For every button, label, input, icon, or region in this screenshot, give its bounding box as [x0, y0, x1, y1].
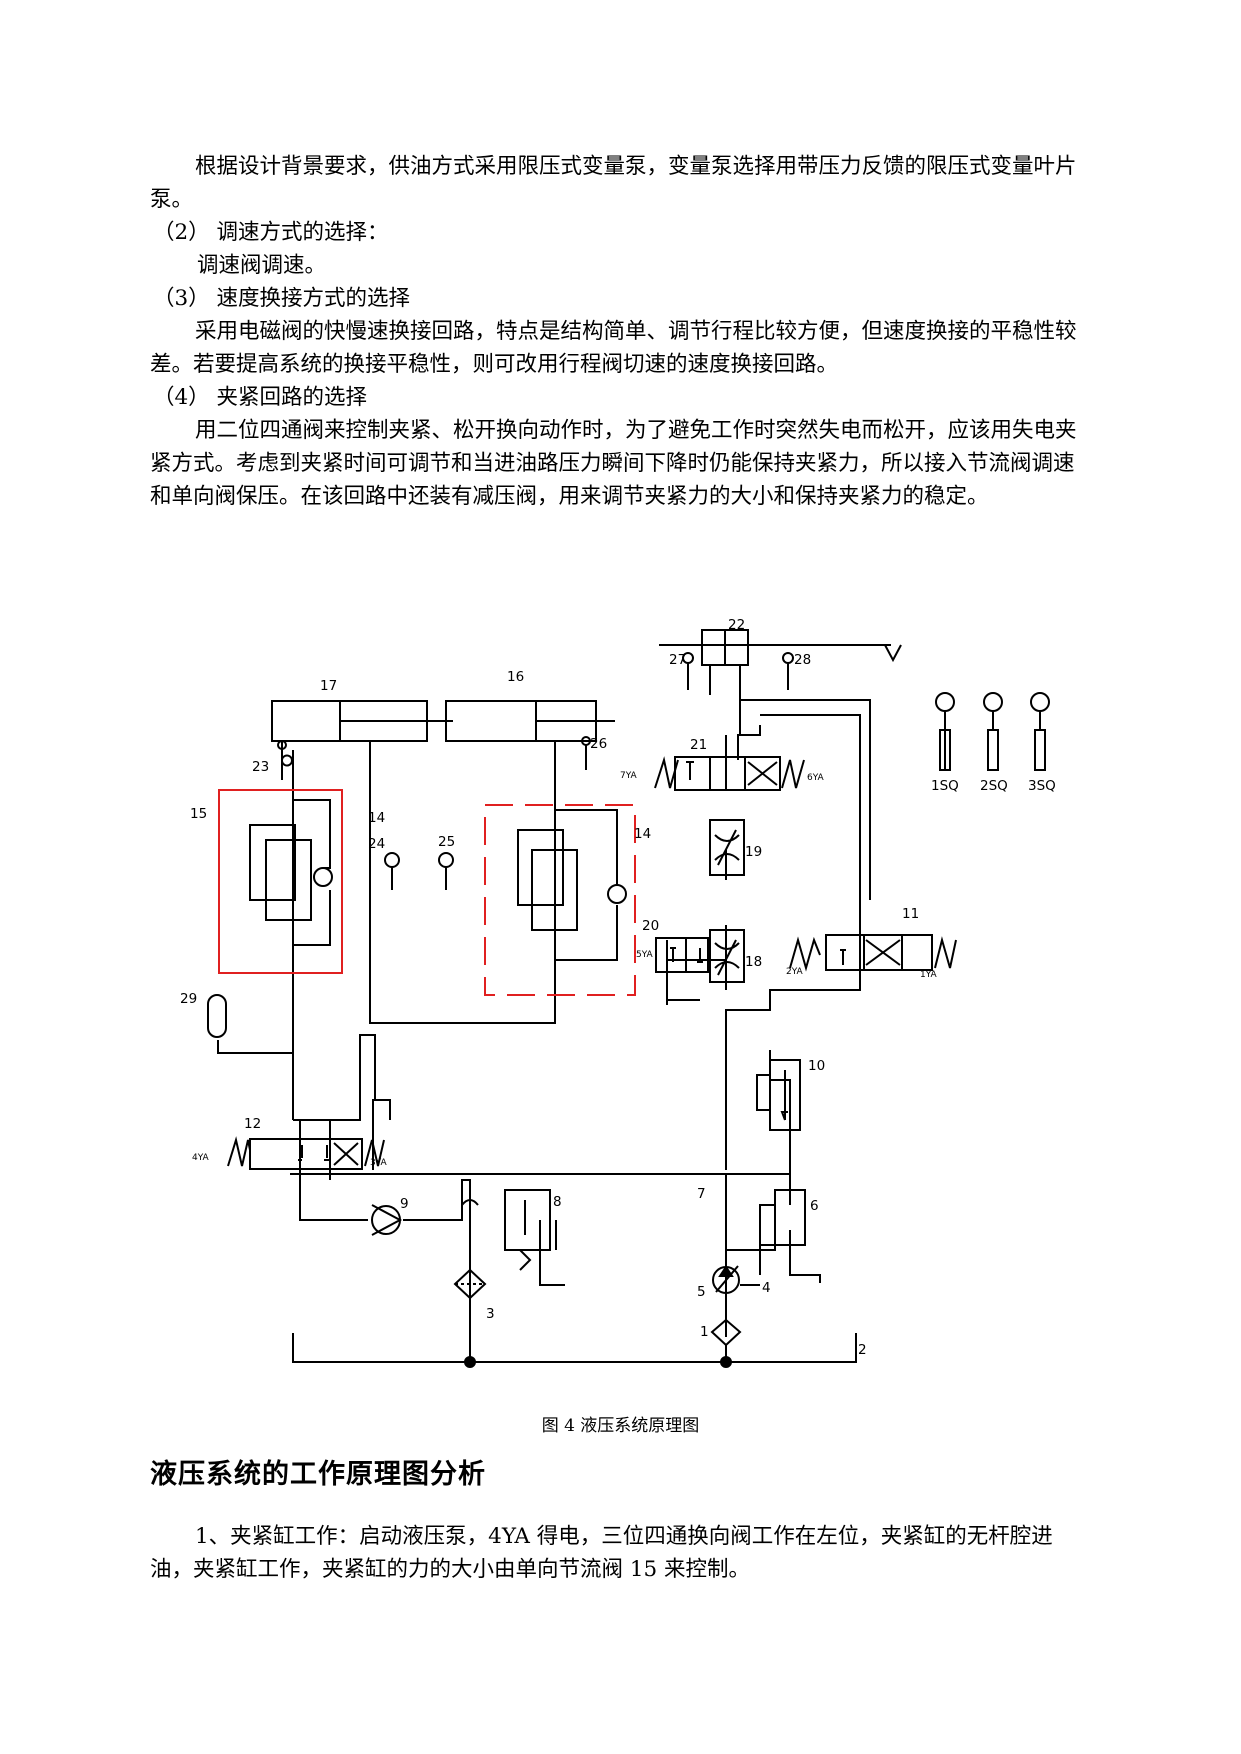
label-n18: 18: [745, 954, 762, 970]
label-n21: 21: [690, 737, 707, 753]
highlight-box-14: [484, 804, 636, 996]
highlight-box-15: [218, 789, 343, 974]
label-sq2: 2SQ: [980, 778, 1008, 794]
label-sq1: 1SQ: [931, 778, 959, 794]
section-heading: 液压系统的工作原理图分析: [150, 1459, 486, 1490]
heading-speed-control: （2） 调速方式的选择：: [153, 220, 389, 245]
paragraph-pump-selection: 根据设计背景要求，供油方式采用限压式变量泵，变量泵选择用带压力反馈的限压式变量叶…: [150, 154, 1077, 212]
label-n6: 6: [810, 1198, 819, 1214]
label-n10: 10: [808, 1058, 825, 1074]
label-n24: 24: [368, 836, 385, 852]
label-n4: 4: [762, 1280, 771, 1296]
highlight-boxes: [218, 789, 636, 996]
figure-caption: 图 4 液压系统原理图: [541, 1416, 700, 1436]
label-n11: 11: [902, 906, 919, 922]
tank-line: [292, 1333, 857, 1363]
label-n22: 22: [728, 617, 745, 633]
paragraph-speed-control: 调速阀调速。: [197, 253, 327, 278]
label-n16: 16: [507, 669, 524, 685]
label-n28: 28: [794, 652, 811, 668]
label-n5: 5: [697, 1284, 706, 1300]
label-n8: 8: [553, 1194, 562, 1210]
label-n17: 17: [320, 678, 337, 694]
label-n19: 19: [745, 844, 762, 860]
label-ya6: 6YA: [807, 773, 825, 783]
label-n14b: 14: [634, 826, 651, 842]
label-n20: 20: [642, 918, 659, 934]
label-ya7: 7YA: [620, 771, 638, 781]
label-n3: 3: [486, 1306, 495, 1322]
label-n1: 1: [700, 1324, 709, 1340]
heading-speed-switch: （3） 速度换接方式的选择: [153, 286, 411, 311]
label-ya4a: 4YA: [192, 1153, 210, 1163]
label-n7: 7: [697, 1186, 706, 1202]
paragraph-speed-switch: 采用电磁阀的快慢速换接回路，特点是结构简单、调节行程比较方便，但速度换接的平稳性…: [150, 319, 1077, 377]
component-labels: 22 27 28 17 16 26 23 21 15 14 14 24 25 1…: [180, 617, 1056, 1358]
label-n2: 2: [858, 1342, 867, 1358]
label-ya1: 1YA: [920, 970, 938, 980]
label-n12: 12: [244, 1116, 261, 1132]
label-ya5: 5YA: [636, 950, 654, 960]
label-n14a: 14: [368, 810, 385, 826]
label-n29: 29: [180, 991, 197, 1007]
paragraph-analysis: 1、夹紧缸工作：启动液压泵，4YA 得电，三位四通换向阀工作在左位，夹紧缸的无杆…: [150, 1524, 1053, 1582]
heading-clamp-circuit: （4） 夹紧回路的选择: [153, 385, 368, 410]
label-n15: 15: [190, 806, 207, 822]
label-n26: 26: [590, 736, 607, 752]
label-sq3: 3SQ: [1028, 778, 1056, 794]
paragraph-clamp-circuit: 用二位四通阀来控制夹紧、松开换向动作时，为了避免工作时突然失电而松开，应该用失电…: [150, 418, 1077, 509]
label-n27: 27: [669, 652, 686, 668]
label-ya2: 2YA: [786, 967, 804, 977]
label-ya3: 3YA: [370, 1158, 388, 1168]
circuit-lines: [207, 629, 1050, 1368]
label-n9: 9: [400, 1196, 409, 1212]
label-n25: 25: [438, 834, 455, 850]
label-n23: 23: [252, 759, 269, 775]
